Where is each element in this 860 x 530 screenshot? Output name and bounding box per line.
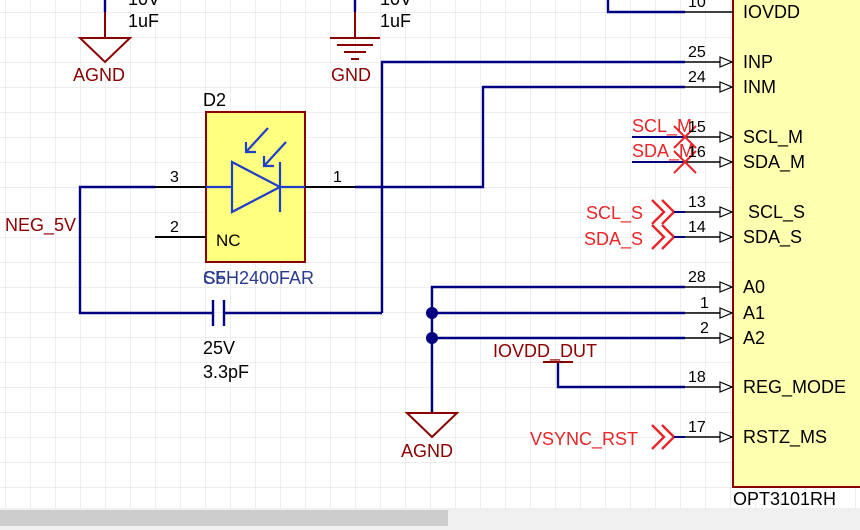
cap-c5[interactable]: [183, 300, 255, 326]
gnd-top-symbol: [330, 12, 380, 60]
cap5-designator: C5: [203, 268, 226, 288]
wire-a0: [430, 285, 685, 412]
cap1-volt: 10V: [128, 0, 160, 9]
port-stubs: [674, 211, 685, 438]
pin-name: RSTZ_MS: [743, 427, 827, 448]
pin-name: SDA_M: [743, 152, 805, 173]
wire-inp: [380, 60, 685, 313]
gnd-top-label: GND: [331, 65, 371, 85]
pin-name: SDA_S: [743, 227, 802, 248]
agnd-top-label: AGND: [73, 65, 125, 85]
pin-num: 25: [688, 44, 706, 61]
cap2-volt: 10V: [380, 0, 412, 9]
no-connect-marks: [673, 125, 697, 174]
pin-num: 24: [688, 69, 706, 86]
pin-name: A1: [743, 303, 765, 323]
diode-designator: D2: [203, 90, 226, 110]
wire-inm: [355, 85, 685, 189]
junction-a2: [426, 332, 438, 344]
pin-num: 18: [688, 369, 706, 386]
pin-name: A2: [743, 328, 765, 348]
wire-neg5v: [78, 185, 183, 315]
diode-nc-label: NC: [216, 231, 241, 250]
wire-regmode: [556, 362, 685, 389]
scrollbar-thumb[interactable]: [0, 510, 448, 526]
wires: [78, 0, 685, 412]
nc-stubs: [632, 136, 685, 163]
net-neg5v: NEG_5V: [5, 215, 76, 236]
pin-name: IOVDD: [743, 2, 800, 22]
agnd-top-symbol: [77, 12, 133, 64]
pin-num: 10: [688, 0, 706, 11]
pin-name: INP: [743, 52, 773, 72]
pin-name: INM: [743, 77, 776, 97]
pin-num: 16: [688, 144, 706, 161]
cap2-value: 1uF: [380, 11, 411, 31]
cap5-value: 3.3pF: [203, 362, 249, 382]
ic-pin-numbers: 10 25 24 15 16 13 14 28 1 2 18 17: [688, 0, 709, 436]
port-scl-s-label: SCL_S: [586, 203, 643, 224]
diode-pin2: 2: [170, 219, 179, 236]
pin-num: 13: [688, 194, 706, 211]
port-vsync-label: VSYNC_RST: [530, 429, 638, 450]
pin-name: REG_MODE: [743, 377, 846, 398]
diode-symbol: [206, 127, 305, 214]
diode-pins: [155, 186, 355, 238]
pin-num: 14: [688, 219, 706, 236]
pin-num: 15: [688, 119, 706, 136]
ic-pin-names: IOVDD INP INM SCL_M SDA_M SCL_S SDA_S A0…: [743, 2, 846, 448]
ic-name: OPT3101RH: [733, 489, 836, 509]
ic-body[interactable]: [732, 0, 860, 488]
wire-iovdd: [606, 0, 685, 14]
cap5-volt: 25V: [203, 338, 235, 358]
junction-a1: [426, 307, 438, 319]
pin-arrows: [719, 56, 734, 443]
pin-name: SCL_S: [748, 202, 805, 223]
port-sda-m-label: SDA_M: [632, 141, 694, 162]
diode-pin1: 1: [333, 169, 342, 186]
agnd-bottom-label: AGND: [401, 441, 453, 461]
pin-num: 1: [700, 295, 709, 312]
port-sda-s-label: SDA_S: [584, 229, 643, 250]
agnd-bottom-symbol: [404, 412, 460, 439]
diode-pin3: 3: [170, 169, 179, 186]
pin-name: SCL_M: [743, 127, 803, 148]
cap1-value: 1uF: [128, 11, 159, 31]
pin-num: 17: [688, 419, 706, 436]
net-iovdd-dut: IOVDD_DUT: [493, 341, 597, 362]
diode-part: SFH2400FAR: [203, 268, 314, 288]
port-scl-m-label: SCL_M: [632, 116, 692, 137]
pin-num: 28: [688, 269, 706, 286]
pin-num: 2: [700, 320, 709, 337]
pin-name: A0: [743, 277, 765, 297]
